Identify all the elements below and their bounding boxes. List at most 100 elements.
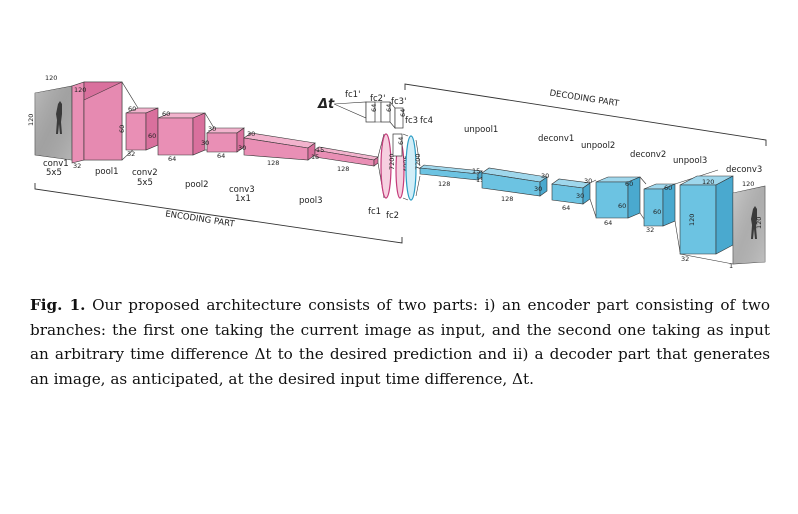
conv3-depth: 128 xyxy=(267,159,279,167)
link-pool3-fc1-top xyxy=(377,133,385,158)
unpool3-label: unpool3 xyxy=(673,156,707,166)
fc4-size: 7200 xyxy=(414,153,422,170)
link-unpool2-deconv2-bot xyxy=(589,198,597,218)
deconv1-width: 30 xyxy=(541,172,549,180)
pool1-block xyxy=(125,107,159,151)
fc3p-block xyxy=(394,107,404,129)
unpool1-label: unpool1 xyxy=(464,125,498,135)
pool3-label: pool3 xyxy=(299,196,323,206)
pool2-depth: 64 xyxy=(217,152,225,160)
figure-caption: Fig. 1. Our proposed architecture consis… xyxy=(30,293,770,391)
conv1-width: 120 xyxy=(74,86,86,94)
conv3-kernel: 1x1 xyxy=(235,194,251,204)
pool2-width: 30 xyxy=(208,125,216,133)
unpool1-depth: 128 xyxy=(438,180,450,188)
caption-text: Our proposed architecture consists of tw… xyxy=(30,296,770,388)
unpool3-height: 60 xyxy=(653,208,661,216)
unpool3-depth: 32 xyxy=(646,226,654,234)
encoding-part-bracket xyxy=(34,183,403,244)
input-image xyxy=(34,85,73,161)
pool1-width: 60 xyxy=(128,105,136,113)
fc3p-size: 64 xyxy=(399,109,407,117)
pool3-height: 15 xyxy=(311,153,319,161)
conv3-width: 30 xyxy=(247,130,255,138)
unpool2-label: unpool2 xyxy=(581,141,615,151)
deconv3-height: 120 xyxy=(688,214,696,226)
conv1-depth: 32 xyxy=(73,162,81,170)
pool2-label: pool2 xyxy=(185,180,209,190)
fc3-block xyxy=(392,133,403,157)
pool3-depth: 128 xyxy=(337,165,349,173)
fc3p-label: fc3' xyxy=(391,97,406,107)
fc4-block xyxy=(405,135,417,201)
fc1-size: 7200 xyxy=(388,153,396,170)
fc2p-label: fc2' xyxy=(370,94,385,104)
link-fc3-fc4-bot xyxy=(402,197,409,201)
pool1-height: 60 xyxy=(118,125,126,133)
output-image xyxy=(732,185,766,265)
fc1-block xyxy=(380,133,392,199)
link-fc3-fc4-top xyxy=(402,133,409,137)
fc3-label: fc3 xyxy=(405,116,418,126)
output-height: 120 xyxy=(755,217,763,229)
conv3-label: conv3 xyxy=(229,185,255,195)
deconv1-label: deconv1 xyxy=(538,134,574,144)
unpool3-width: 60 xyxy=(664,184,672,192)
encoding-part-label: ENCODING PART xyxy=(165,209,236,229)
deconv1-height: 30 xyxy=(534,185,542,193)
deconv3-label: deconv3 xyxy=(726,165,762,175)
link-fc4-unpool1-top xyxy=(415,139,421,167)
deconv2-block xyxy=(595,176,641,219)
conv1-kernel: 5x5 xyxy=(46,168,62,178)
link-fc4-unpool1-bot xyxy=(415,175,421,197)
conv3-height: 30 xyxy=(238,144,246,152)
deconv2-width: 60 xyxy=(625,180,633,188)
link-unpool3-deconv3-bot xyxy=(674,220,681,253)
deconv2-depth: 64 xyxy=(604,219,612,227)
conv2-label: conv2 xyxy=(132,168,158,178)
link-conv1-pool1-top xyxy=(121,81,139,109)
unpool2-height: 30 xyxy=(576,192,584,200)
unpool2-width: 30 xyxy=(584,177,592,185)
conv2-kernel: 5x5 xyxy=(137,178,153,188)
unpool1-block xyxy=(419,164,483,181)
deconv3-block xyxy=(679,175,734,255)
delta-t-input: Δt xyxy=(317,97,335,112)
unpool1-height: 15 xyxy=(476,176,484,184)
pool3-block xyxy=(314,146,379,167)
unpool1-width: 15 xyxy=(472,167,480,175)
conv1-label: conv1 xyxy=(43,159,69,169)
output-channels: 1 xyxy=(729,262,733,270)
conv2-block xyxy=(157,112,206,156)
fc1p-size: 64 xyxy=(370,104,378,112)
fc2p-size: 64 xyxy=(385,104,393,112)
pool1-depth: 32 xyxy=(127,150,135,158)
conv2-width: 60 xyxy=(162,110,170,118)
output-width: 120 xyxy=(742,180,754,188)
link-unpool2-deconv2-top xyxy=(589,179,597,184)
pool2-block xyxy=(206,127,245,153)
fc3-size: 64 xyxy=(397,137,405,145)
conv2-depth: 64 xyxy=(168,155,176,163)
deconv1-block xyxy=(481,167,548,197)
fc1p-block xyxy=(365,101,376,123)
architecture-diagram: 120 120 120 32 conv1 5x5 pool1 60 32 60 … xyxy=(27,74,767,270)
deconv2-label: deconv2 xyxy=(630,150,666,160)
input-height: 120 xyxy=(27,114,35,126)
deconv2-height: 60 xyxy=(618,202,626,210)
link-deconv3-output-bot xyxy=(679,253,734,265)
link-deconv2-unpool3-top xyxy=(639,176,647,185)
link-dt-fc1p xyxy=(333,101,367,119)
link-conv2-pool2-top xyxy=(204,112,215,129)
fc2-label: fc2 xyxy=(386,211,399,221)
fc2p-block xyxy=(380,101,391,123)
fc4-label: fc4 xyxy=(420,116,433,126)
pool1-label: pool1 xyxy=(95,167,119,177)
fc1p-label: fc1' xyxy=(345,90,360,100)
caption-label: Fig. 1. xyxy=(30,296,86,314)
fc1-label: fc1 xyxy=(368,207,381,217)
pool2-height: 30 xyxy=(201,139,209,147)
conv3-block xyxy=(243,132,316,161)
decoding-part-bracket xyxy=(404,83,767,146)
deconv3-width: 120 xyxy=(702,178,714,186)
